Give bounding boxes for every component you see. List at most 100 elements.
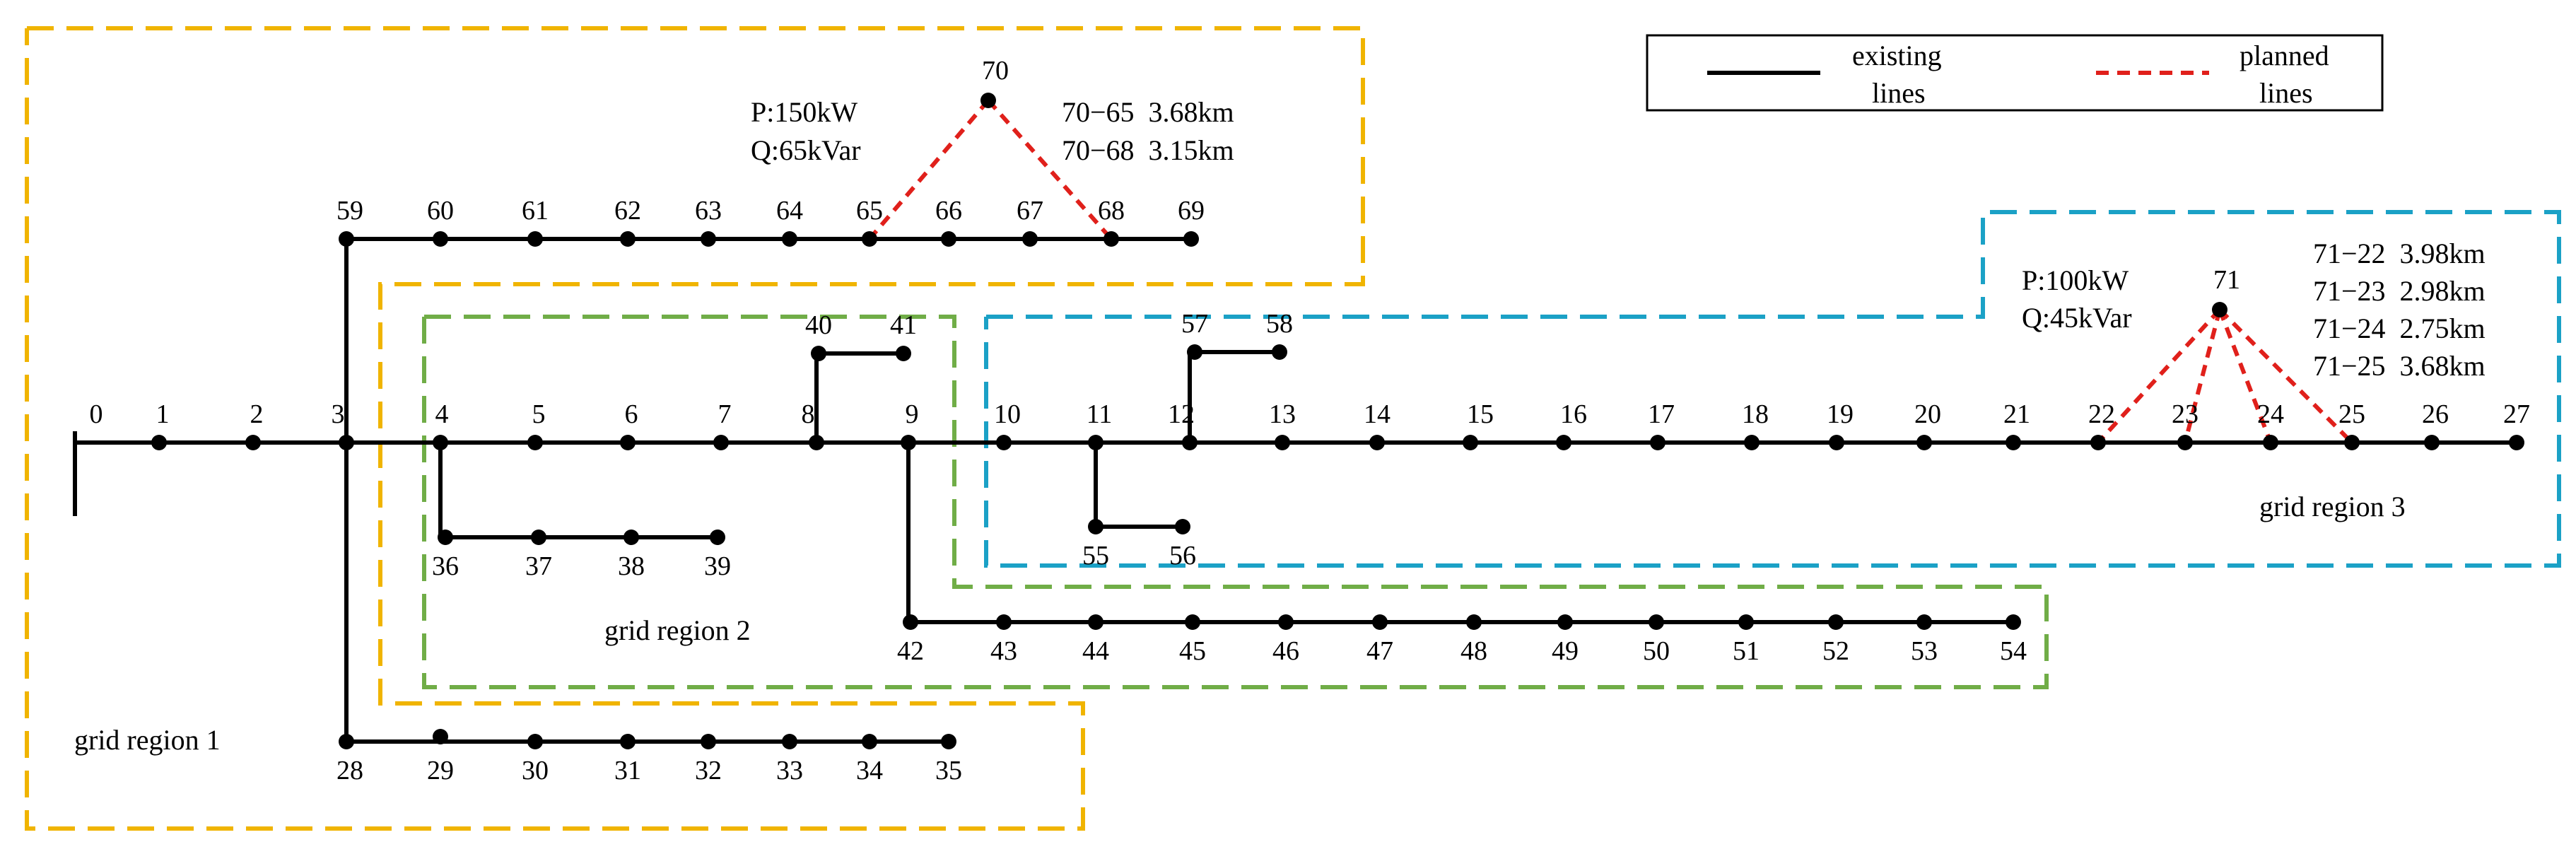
node-15 — [1463, 435, 1478, 450]
node-7 — [713, 435, 729, 450]
legend-existing-label-2: lines — [1872, 77, 1926, 109]
node-3 — [339, 435, 354, 450]
node-25 — [2344, 435, 2360, 450]
node-label-56: 56 — [1169, 541, 1196, 571]
node-label-66: 66 — [935, 196, 962, 226]
node-label-21: 21 — [2003, 399, 2030, 429]
node-12 — [1182, 435, 1198, 450]
node-66 — [941, 231, 956, 247]
candidate-70-line-0: 70−65 3.68km — [1062, 96, 1234, 128]
node-label-36: 36 — [432, 551, 459, 581]
node-41 — [896, 346, 911, 361]
node-36 — [438, 530, 453, 545]
node-71 — [2212, 302, 2227, 317]
node-label-58: 58 — [1266, 309, 1293, 339]
candidate-71-line-2: 71−24 2.75km — [2313, 312, 2486, 344]
planned-line-71-23 — [2183, 309, 2222, 443]
node-13 — [1275, 435, 1290, 450]
node-label-23: 23 — [2172, 399, 2199, 429]
node-2 — [245, 435, 261, 450]
node-label-13: 13 — [1269, 399, 1296, 429]
node-9 — [901, 435, 916, 450]
node-30 — [527, 734, 543, 749]
node-label-35: 35 — [935, 756, 962, 785]
node-57 — [1187, 344, 1202, 360]
node-label-51: 51 — [1733, 636, 1760, 666]
candidate-70-q: Q:65kVar — [751, 134, 861, 166]
node-64 — [782, 231, 797, 247]
node-22 — [2090, 435, 2106, 450]
node-label-59: 59 — [336, 196, 363, 226]
node-label-64: 64 — [776, 196, 803, 226]
node-label-52: 52 — [1822, 636, 1849, 666]
node-42 — [903, 614, 918, 630]
node-28 — [339, 734, 354, 749]
node-label-39: 39 — [704, 551, 731, 581]
node-39 — [710, 530, 725, 545]
node-29 — [433, 729, 448, 744]
node-label-40: 40 — [805, 310, 832, 340]
node-label-22: 22 — [2088, 399, 2115, 429]
node-label-38: 38 — [618, 551, 645, 581]
node-5 — [527, 435, 543, 450]
node-label-24: 24 — [2257, 399, 2284, 429]
node-53 — [1916, 614, 1932, 630]
node-label-28: 28 — [336, 756, 363, 785]
grid-region-2-label: grid region 2 — [604, 614, 751, 646]
node-label-8: 8 — [802, 399, 815, 429]
node-65 — [862, 231, 877, 247]
node-label-49: 49 — [1552, 636, 1579, 666]
grid-region-1-label: grid region 1 — [74, 724, 221, 756]
node-58 — [1272, 344, 1287, 360]
node-label-50: 50 — [1643, 636, 1670, 666]
node-label-54: 54 — [2000, 636, 2027, 666]
node-17 — [1650, 435, 1665, 450]
node-34 — [862, 734, 877, 749]
node-label-27: 27 — [2503, 399, 2530, 429]
node-32 — [701, 734, 716, 749]
grid-region-3-boundary — [984, 210, 2561, 568]
node-label-26: 26 — [2422, 399, 2449, 429]
node-26 — [2424, 435, 2440, 450]
node-1 — [151, 435, 167, 450]
node-62 — [620, 231, 636, 247]
node-label-53: 53 — [1911, 636, 1938, 666]
node-label-31: 31 — [614, 756, 641, 785]
node-10 — [996, 435, 1012, 450]
node-label-33: 33 — [776, 756, 803, 785]
node-label-48: 48 — [1460, 636, 1487, 666]
node-label-7: 7 — [718, 399, 732, 429]
node-46 — [1278, 614, 1294, 630]
node-label-34: 34 — [856, 756, 883, 785]
legend-box — [1646, 34, 2384, 112]
candidate-70-line-1: 70−68 3.15km — [1062, 134, 1234, 166]
node-35 — [941, 734, 956, 749]
node-label-62: 62 — [614, 196, 641, 226]
node-47 — [1372, 614, 1388, 630]
node-23 — [2177, 435, 2193, 450]
candidate-71-p: P:100kW — [2022, 264, 2129, 296]
planned-line-70-65 — [867, 99, 990, 240]
grid-region-3-label: grid region 3 — [2259, 491, 2406, 522]
node-31 — [620, 734, 636, 749]
node-16 — [1556, 435, 1571, 450]
node-label-4: 4 — [435, 399, 449, 429]
legend-planned-label-2: lines — [2259, 77, 2313, 109]
node-label-69: 69 — [1178, 196, 1205, 226]
node-label-42: 42 — [897, 636, 924, 666]
node-label-47: 47 — [1366, 636, 1393, 666]
node-label-25: 25 — [2338, 399, 2365, 429]
node-11 — [1088, 435, 1103, 450]
node-label-14: 14 — [1364, 399, 1391, 429]
node-14 — [1369, 435, 1385, 450]
node-label-6: 6 — [625, 399, 638, 429]
node-label-71: 71 — [2213, 265, 2240, 295]
node-label-70: 70 — [982, 56, 1009, 86]
node-label-11: 11 — [1087, 399, 1113, 429]
node-19 — [1829, 435, 1844, 450]
node-label-44: 44 — [1082, 636, 1109, 666]
node-61 — [527, 231, 543, 247]
node-label-32: 32 — [695, 756, 722, 785]
node-label-55: 55 — [1082, 541, 1109, 571]
